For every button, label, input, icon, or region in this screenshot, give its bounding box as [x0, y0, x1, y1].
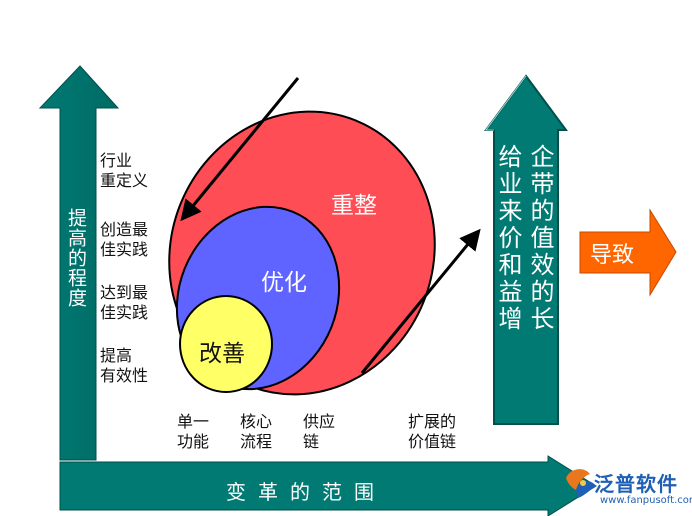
- diagonal-arrow-down: [180, 77, 300, 222]
- diagonal-arrow-up: [360, 228, 481, 374]
- logo-url: www.fanpusoft.com: [600, 495, 692, 506]
- x-level-extended: 扩展的 价值链: [408, 412, 457, 451]
- x-level-single: 单一 功能: [177, 412, 210, 451]
- y-axis-arrow: [38, 65, 120, 461]
- outcome-text-left: 给业来价和益增: [494, 144, 522, 333]
- y-level-efficiency: 提高 有效性: [100, 346, 149, 385]
- inner-ring-ellipse: [179, 295, 273, 393]
- logo-emblem-icon: [566, 469, 596, 498]
- x-axis-arrow: [59, 455, 597, 516]
- ring-label-inner: 改善: [199, 341, 245, 367]
- ring-label-middle: 优化: [261, 270, 307, 296]
- y-level-reach-best: 达到最 佳实践: [100, 283, 149, 322]
- x-level-core: 核心 流程: [240, 412, 273, 451]
- result-label: 导致: [590, 243, 635, 268]
- y-axis-label: 提高的程度: [65, 208, 87, 308]
- x-level-supply: 供应 链: [303, 412, 336, 451]
- logo-name: 泛普软件: [594, 472, 678, 496]
- y-level-create-best: 创造最 佳实践: [100, 220, 149, 259]
- x-axis-label: 变革的范围: [226, 480, 386, 504]
- result-arrow: [579, 208, 677, 297]
- outcome-text-right: 企带的值效的长: [526, 144, 554, 333]
- ring-label-outer: 重整: [331, 193, 377, 219]
- y-level-redefine: 行业 重定义: [100, 151, 149, 190]
